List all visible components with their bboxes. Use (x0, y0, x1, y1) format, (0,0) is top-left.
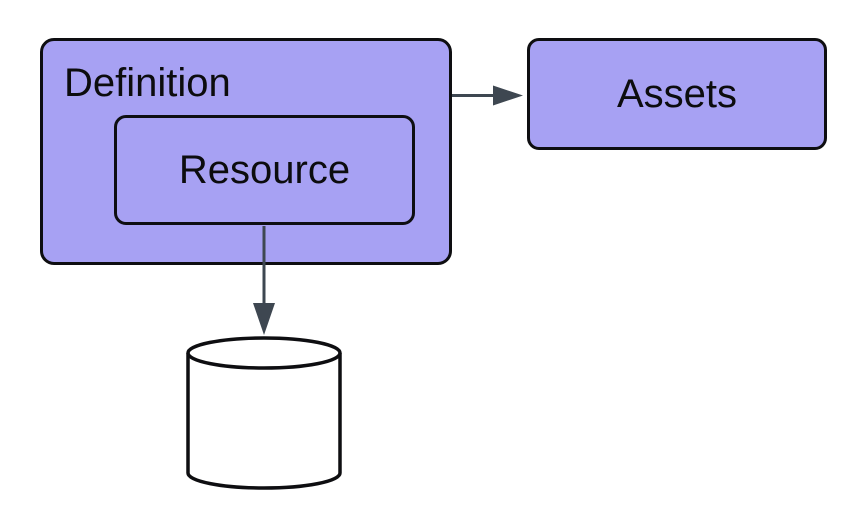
node-definition-label: Definition (64, 61, 231, 105)
database-cylinder-top (186, 336, 342, 370)
node-resource: Resource (114, 115, 415, 225)
node-definition: Definition Resource (40, 38, 452, 265)
database-cylinder-body (186, 353, 342, 490)
database-cylinder-icon (186, 336, 342, 490)
arrowhead-down-icon (253, 303, 275, 335)
node-resource-label: Resource (178, 148, 351, 192)
node-assets: Assets (527, 38, 827, 150)
arrowhead-right-icon (493, 85, 523, 106)
node-assets-label: Assets (616, 72, 738, 116)
